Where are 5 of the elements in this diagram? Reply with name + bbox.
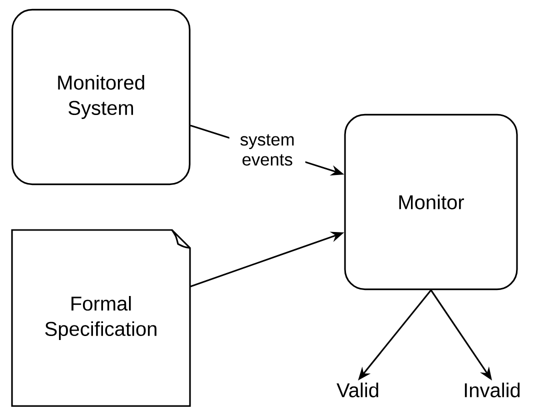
outcome-text: Valid (336, 382, 378, 398)
rounded-box: Monitored System (12, 8, 190, 186)
edge-label: system events (229, 132, 306, 167)
rounded-box: Monitor (344, 114, 518, 290)
outcome-text: Invalid (464, 382, 520, 398)
